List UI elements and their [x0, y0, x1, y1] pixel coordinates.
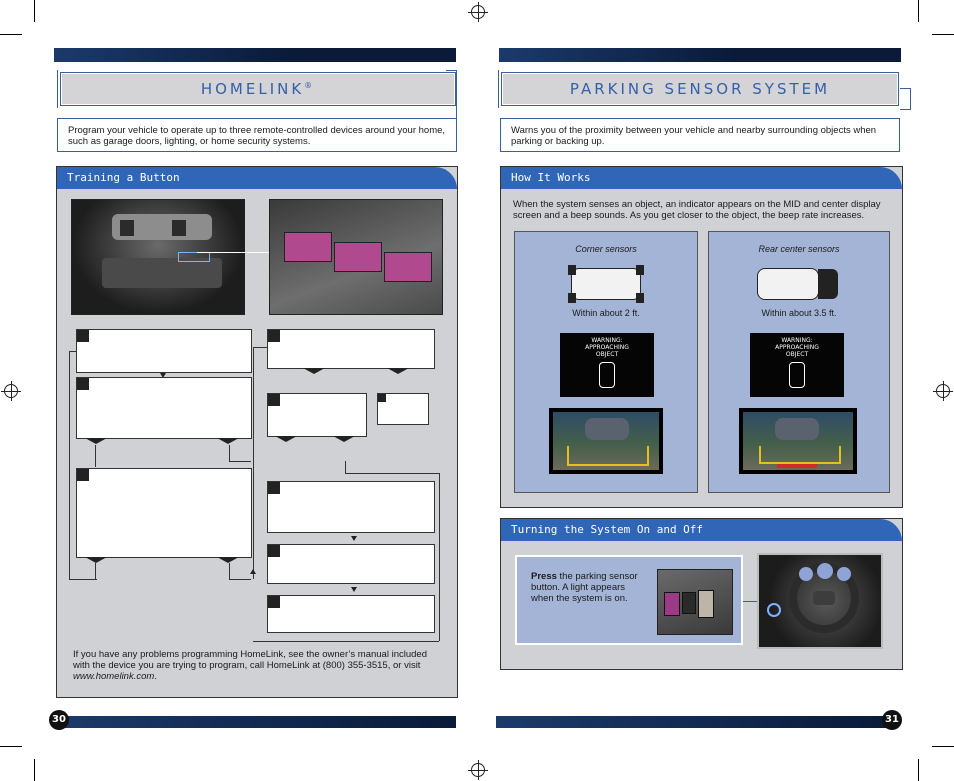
branch-marker: [275, 436, 297, 442]
how-it-works-text: When the system senses an object, an ind…: [513, 199, 881, 221]
step-box: [267, 544, 435, 584]
branch-marker: [217, 438, 239, 444]
branch-marker: [85, 557, 107, 563]
rear-sensors-box: Rear center sensors Within about 3.5 ft.…: [708, 231, 890, 493]
button-location-highlight: [767, 603, 781, 617]
step-box: [267, 481, 435, 533]
flow-line: [345, 473, 439, 474]
right-title-bracket-right: [900, 88, 911, 110]
right-title-bracket: [498, 70, 899, 108]
step-box: [76, 377, 252, 439]
section-heading: How It Works: [501, 167, 902, 189]
left-bottom-bar: [54, 716, 456, 728]
step-box: [267, 595, 435, 633]
homelink-button-1[interactable]: [284, 232, 332, 262]
system-toggle-panel: Turning the System On and Off Press the …: [500, 518, 903, 670]
registration-mark-icon: [1, 381, 21, 401]
homelink-help-text: If you have any problems programming Hom…: [73, 649, 427, 682]
crop-mark: [0, 746, 22, 747]
how-it-works-panel: How It Works When the system senses an o…: [500, 166, 903, 508]
homelink-button-3[interactable]: [384, 252, 432, 282]
callout-line: [197, 252, 269, 253]
flow-line: [229, 445, 230, 461]
page-title: HOMELINK®: [200, 80, 316, 98]
step-box: [76, 329, 252, 373]
left-title-bracket: [57, 70, 458, 108]
press-instruction-text: Press the parking sensor button. A light…: [531, 571, 638, 604]
flow-line: [229, 461, 251, 462]
overhead-console-photo: [71, 199, 245, 315]
crop-mark: [34, 0, 35, 22]
flow-line: [253, 347, 254, 579]
flow-line: [229, 563, 230, 579]
switch-panel-photo: [657, 569, 733, 635]
corner-sensors-box: Corner sensors Within about 2 ft. WARNIN…: [514, 231, 698, 493]
homelink-website-link[interactable]: www.homelink.com: [73, 671, 155, 682]
step-box: [76, 468, 252, 558]
section-heading: Training a Button: [57, 167, 457, 189]
branch-marker: [85, 438, 107, 444]
car-top-view-icon: [757, 268, 838, 300]
rear-camera-display: [549, 408, 663, 474]
flow-line: [253, 641, 439, 642]
homelink-button-2[interactable]: [334, 242, 382, 272]
right-title-box: PARKING SENSOR SYSTEM: [501, 72, 899, 106]
flow-line: [69, 351, 70, 579]
branch-marker: [333, 436, 355, 442]
training-panel: Training a Button: [56, 166, 458, 698]
crop-mark: [918, 0, 919, 22]
rear-camera-display: [739, 408, 857, 474]
crop-mark: [0, 34, 22, 35]
flow-line: [69, 351, 76, 352]
parking-intro: Warns you of the proximity between your …: [500, 118, 900, 152]
flow-line: [229, 579, 251, 580]
flow-arrow: [250, 569, 256, 574]
flow-line: [95, 563, 96, 579]
flow-line: [253, 347, 267, 348]
flow-line: [95, 445, 96, 467]
branch-marker: [303, 368, 325, 374]
flow-line: [69, 579, 97, 580]
steering-wheel-photo: [757, 553, 883, 649]
crop-mark: [918, 759, 919, 781]
registration-mark-icon: [933, 381, 953, 401]
crop-mark: [34, 759, 35, 781]
callout-line: [743, 601, 769, 602]
flow-arrow: [351, 587, 357, 592]
left-title-bracket-right: [446, 70, 457, 119]
rear-distance: Within about 3.5 ft.: [761, 308, 837, 318]
right-top-bar: [499, 48, 901, 62]
car-top-view-icon: [568, 265, 644, 303]
branch-marker: [217, 557, 239, 563]
registration-mark-icon: [468, 2, 488, 22]
homelink-buttons-photo: [269, 199, 443, 315]
flow-arrow: [351, 536, 357, 541]
mid-warning-display: WARNING: APPROACHING OBJECT: [750, 333, 844, 397]
registration-mark-icon: [468, 760, 488, 780]
press-instruction-box: Press the parking sensor button. A light…: [515, 555, 743, 645]
rear-sensors-label: Rear center sensors: [758, 244, 840, 254]
homelink-intro: Program your vehicle to operate up to th…: [57, 118, 457, 152]
flow-line: [439, 473, 440, 641]
parking-sensor-button[interactable]: [664, 592, 680, 616]
step-box: [267, 393, 367, 437]
step-box: [267, 329, 435, 369]
crop-mark: [932, 34, 954, 35]
crop-mark: [932, 746, 954, 747]
flow-arrow: [160, 373, 166, 378]
step-box: [377, 393, 429, 425]
corner-distance: Within about 2 ft.: [572, 308, 640, 318]
page-title: PARKING SENSOR SYSTEM: [569, 80, 831, 98]
page-number: 30: [49, 710, 69, 730]
left-title-box: HOMELINK®: [60, 72, 456, 106]
flow-line: [345, 461, 346, 473]
section-heading: Turning the System On and Off: [501, 519, 902, 541]
corner-sensors-label: Corner sensors: [575, 244, 637, 254]
page-number: 31: [882, 710, 902, 730]
left-top-bar: [54, 48, 456, 62]
branch-marker: [387, 368, 409, 374]
right-bottom-bar: [496, 716, 898, 728]
mid-warning-display: WARNING: APPROACHING OBJECT: [560, 333, 654, 397]
